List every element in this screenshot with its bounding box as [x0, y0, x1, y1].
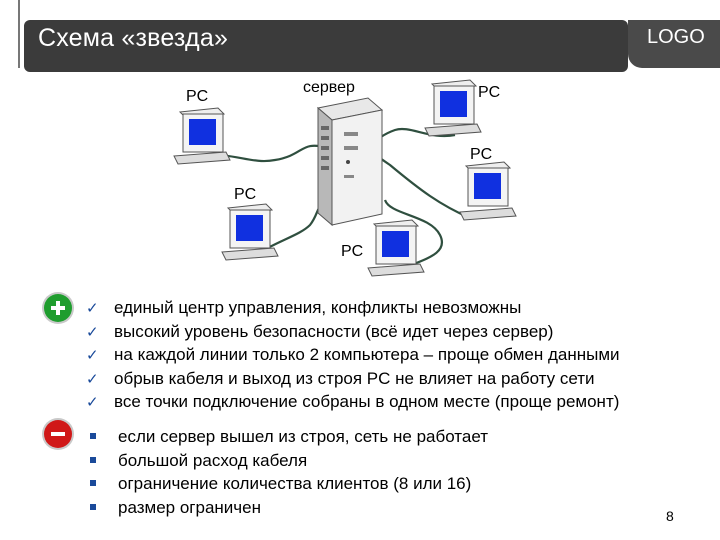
- pc-label-left: PC: [234, 186, 257, 203]
- list-item: ✓на каждой линии только 2 компьютера – п…: [86, 343, 620, 367]
- list-item: размер ограничен: [86, 496, 488, 520]
- server-label: сервер: [303, 79, 355, 96]
- pc-label-bottom: PC: [341, 243, 364, 260]
- pc-label-top-left: PC: [186, 88, 209, 105]
- list-item: ✓все точки подключение собраны в одном м…: [86, 390, 620, 414]
- pc-label-top-right: PC: [478, 84, 501, 101]
- slide-title: Схема «звезда»: [38, 24, 229, 52]
- pc-label-right: PC: [470, 146, 493, 163]
- title-decoration-line: [18, 0, 20, 68]
- square-bullet-icon: [90, 433, 96, 440]
- cable-pc-right: [367, 148, 471, 220]
- checkmark-icon: ✓: [86, 300, 99, 317]
- advantages-list: ✓единый центр управления, конфликты нево…: [86, 296, 620, 414]
- logo-tab: [628, 20, 720, 68]
- pc-icon-bottom: [367, 219, 425, 277]
- star-network-diagram: [173, 79, 517, 277]
- list-item: ✓обрыв кабеля и выход из строя PC не вли…: [86, 367, 620, 391]
- pc-icon-left: [221, 203, 279, 261]
- title-bar: [24, 20, 628, 72]
- list-item: большой расход кабеля: [86, 449, 488, 473]
- server-icon: [316, 97, 384, 227]
- square-bullet-icon: [90, 480, 96, 487]
- square-bullet-icon: [90, 503, 96, 510]
- plus-circle-icon: [44, 294, 72, 322]
- list-item: ✓высокий уровень безопасности (всё идет …: [86, 320, 620, 344]
- pc-icon-right: [459, 161, 517, 221]
- list-item: ✓единый центр управления, конфликты нево…: [86, 296, 620, 320]
- square-bullet-icon: [90, 456, 96, 463]
- page-number: 8: [666, 508, 674, 524]
- minus-circle-icon: [44, 420, 72, 448]
- checkmark-icon: ✓: [86, 394, 99, 411]
- disadvantages-list: если сервер вышел из строя, сеть не рабо…: [86, 425, 488, 519]
- pc-icon-top-left: [173, 107, 231, 165]
- list-item: если сервер вышел из строя, сеть не рабо…: [86, 425, 488, 449]
- checkmark-icon: ✓: [86, 370, 99, 388]
- list-item: ограничение количества клиентов (8 или 1…: [86, 472, 488, 496]
- logo: LOGO: [647, 26, 705, 48]
- checkmark-icon: ✓: [86, 323, 99, 341]
- checkmark-icon: ✓: [86, 347, 99, 364]
- cable-pc-bottom: [383, 199, 444, 271]
- pc-icon-top-right: [424, 79, 482, 137]
